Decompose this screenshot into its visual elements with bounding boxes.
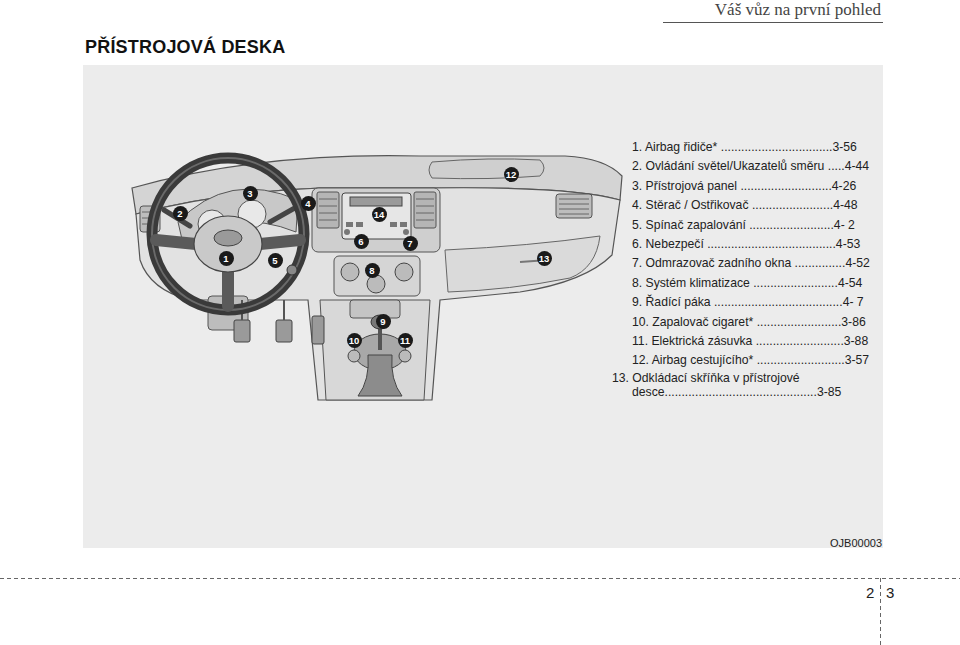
callout-number: 12 [504, 167, 519, 182]
legend-item: 12. Airbag cestujícího* ................… [632, 353, 869, 368]
legend-item: 9. Řadící páka .........................… [632, 295, 864, 310]
running-header: Váš vůz na první pohled [715, 0, 881, 20]
callout-number: 8 [365, 263, 380, 278]
legend-item: 5. Spínač zapalování ...................… [632, 218, 855, 233]
callout-number: 2 [173, 206, 188, 221]
legend-item: 3. Přístrojová panel ...................… [632, 179, 856, 194]
legend-item: 8. Systém klimatizace ..................… [632, 276, 862, 291]
callout-number: 11 [398, 333, 413, 348]
callout-number: 6 [354, 234, 369, 249]
callout-number: 13 [537, 251, 552, 266]
callout-number: 5 [268, 253, 283, 268]
callout-number: 1 [219, 251, 234, 266]
callout-number: 10 [347, 333, 362, 348]
callout-number: 3 [243, 186, 258, 201]
callout-number: 4 [301, 196, 316, 211]
callout-number: 14 [372, 207, 387, 222]
figure-code: OJB00003 [830, 537, 882, 549]
legend-item: 2. Ovládání světel/Ukazatelů směru .....… [632, 159, 869, 174]
legend-item: 4. Stěrač / Ostřikovač .................… [632, 198, 858, 213]
page-number: 3 [886, 584, 894, 601]
legend-item: 13. Odkládací skříňka v přístrojové desc… [612, 372, 872, 399]
legend-item: 1. Airbag řidiče* ......................… [632, 140, 857, 155]
callout-number: 7 [403, 236, 418, 251]
page-title: PŘÍSTROJOVÁ DESKA [85, 37, 285, 58]
page-number: 2 [866, 584, 874, 601]
callout-number: 9 [376, 314, 391, 329]
legend-item: 11. Elektrická zásuvka .................… [632, 334, 868, 349]
legend-item: 10. Zapalovač cigaret* .................… [632, 315, 866, 330]
legend-item: 6. Nebezpečí ...........................… [632, 237, 860, 252]
legend-item: 7. Odmrazovač zadního okna .............… [632, 256, 870, 271]
